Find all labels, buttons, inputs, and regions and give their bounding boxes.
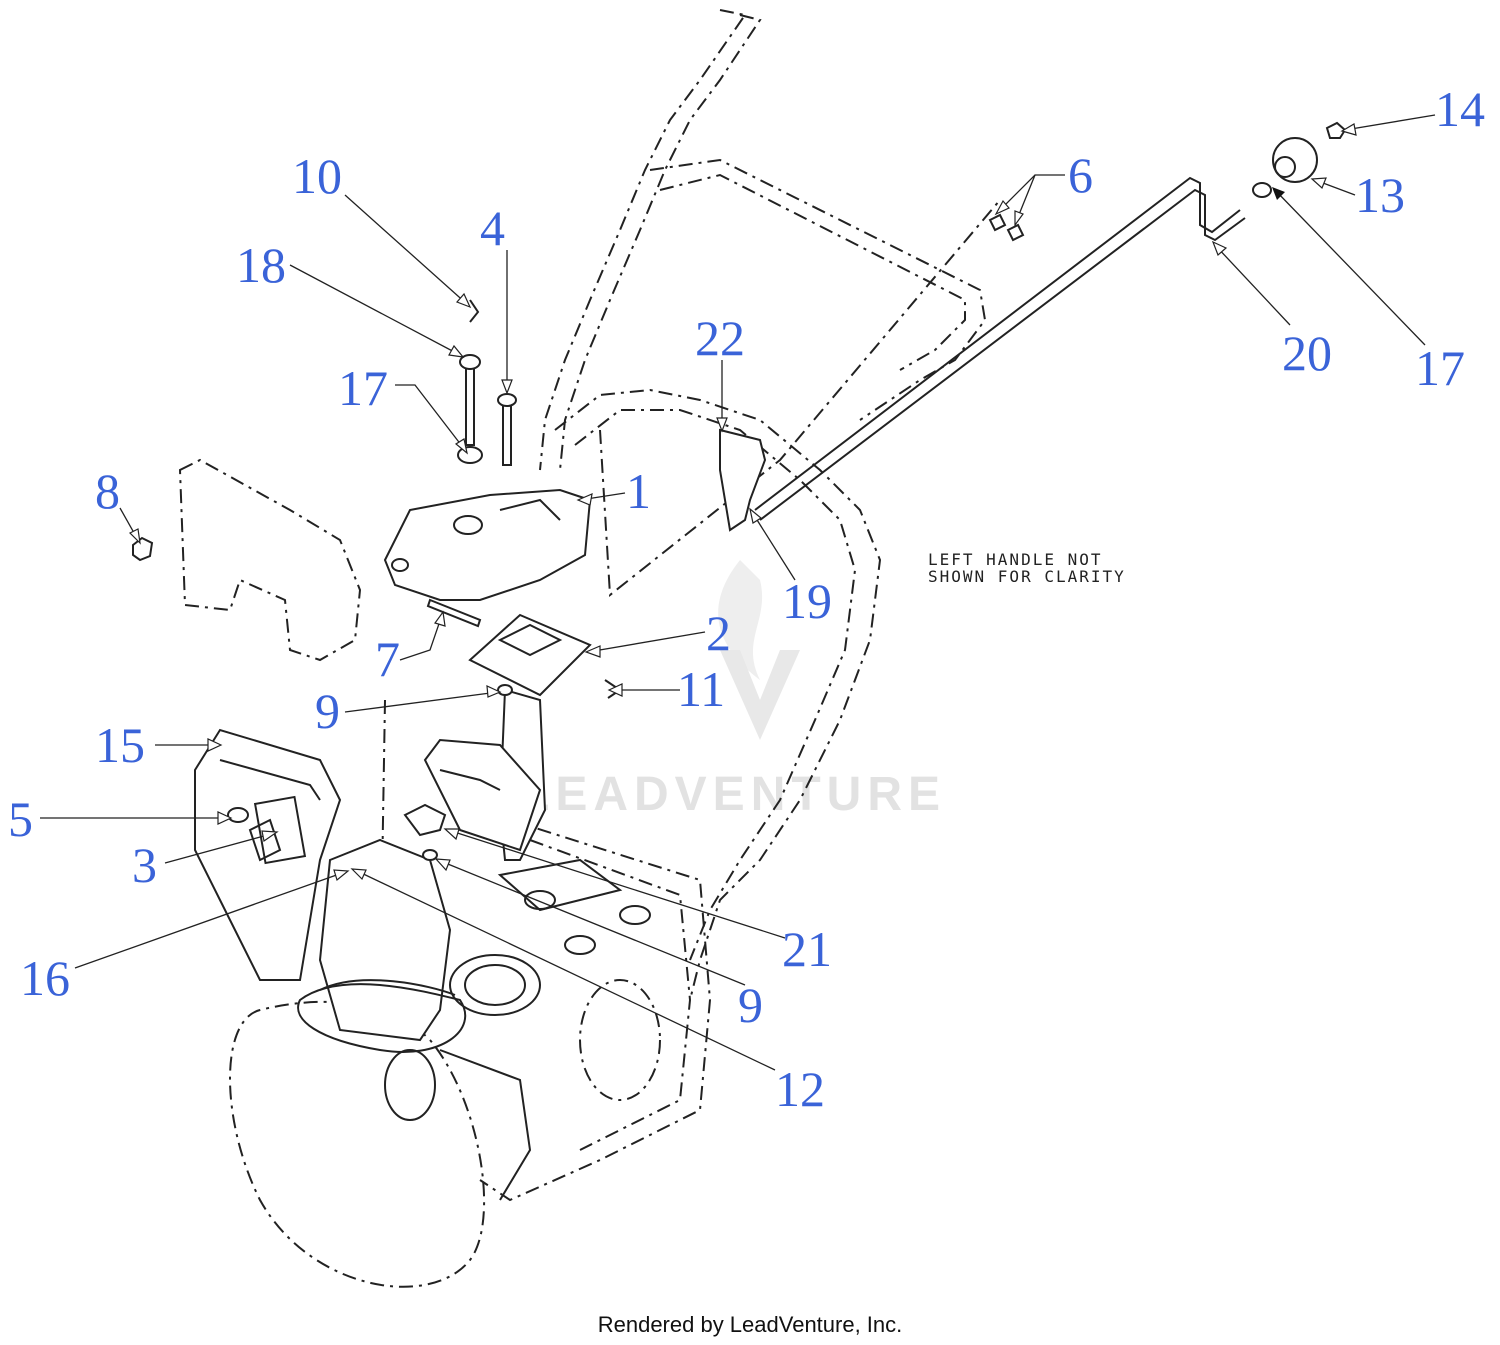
callout-10: 10 [292, 148, 342, 204]
callout-11: 11 [677, 661, 725, 717]
chute-rod [754, 176, 1246, 521]
callout-17-right: 17 [1415, 340, 1465, 396]
callout-7: 7 [375, 631, 400, 687]
knob-assembly [1252, 121, 1347, 198]
callout-9-upper: 9 [315, 683, 340, 739]
note-line-1: LEFT HANDLE NOT [928, 550, 1103, 569]
callout-6: 6 [1068, 147, 1093, 203]
bolts-6 [988, 213, 1025, 242]
callout-9-lower: 9 [738, 977, 763, 1033]
nut-9b [422, 849, 438, 861]
callout-19: 19 [782, 573, 832, 629]
callout-17-left: 17 [338, 360, 388, 416]
callout-15: 15 [95, 717, 145, 773]
callout-3: 3 [132, 837, 157, 893]
chute-bracket [423, 613, 592, 861]
part-21 [403, 803, 447, 837]
callout-14: 14 [1435, 81, 1485, 137]
callout-5: 5 [8, 791, 33, 847]
leader-lines [40, 114, 1436, 1071]
note-line-2: SHOWN FOR CLARITY [928, 567, 1126, 586]
callout-12: 12 [775, 1061, 825, 1117]
callout-16: 16 [20, 950, 70, 1006]
bracket-22 [719, 428, 767, 532]
callout-labels: 1 2 3 4 5 6 7 8 9 9 10 11 12 13 14 15 16… [8, 81, 1485, 1117]
side-panel [178, 458, 362, 662]
chute-cover [383, 488, 592, 601]
callout-21: 21 [782, 921, 832, 977]
callout-2: 2 [706, 605, 731, 661]
leadventure-watermark: LEADVENTURE [520, 560, 946, 821]
pin-7 [426, 598, 482, 628]
callout-4: 4 [480, 200, 505, 256]
callout-18: 18 [236, 237, 286, 293]
deflector [248, 795, 307, 865]
nut-8 [132, 536, 154, 562]
callout-13: 13 [1355, 167, 1405, 223]
callout-8: 8 [95, 463, 120, 519]
nut-9a [497, 684, 513, 696]
diagram-note: LEFT HANDLE NOT SHOWN FOR CLARITY [928, 550, 1126, 586]
callout-20: 20 [1282, 325, 1332, 381]
callout-22: 22 [695, 310, 745, 366]
watermark-text: LEADVENTURE [520, 768, 946, 821]
footer-credit: Rendered by LeadVenture, Inc. [597, 1312, 903, 1337]
part-5 [227, 807, 249, 823]
discharge-chute [194, 728, 532, 1201]
callout-1: 1 [626, 463, 651, 519]
